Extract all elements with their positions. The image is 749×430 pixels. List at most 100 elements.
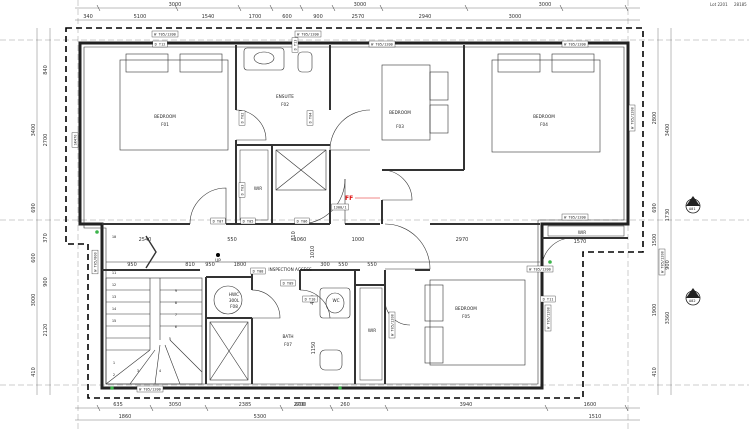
dim-interior-8: 1800 [234, 262, 247, 268]
dim-top-3: 1700 [249, 14, 262, 20]
dim-interior-5: 1570 [574, 239, 587, 245]
dim-left-3: 690 [31, 203, 37, 213]
section-a02: A02 [689, 299, 696, 303]
bath-fixtures [209, 285, 351, 381]
element-tag-text: D T06 [297, 220, 308, 224]
staircase [105, 235, 203, 385]
stair-up-label: UP [215, 258, 221, 263]
room-wir-1: WIR [254, 186, 262, 191]
room-bedroom-3-code: F04 [540, 122, 548, 127]
element-tag: D T09 [280, 279, 296, 287]
dim-left-8: 2120 [43, 324, 49, 337]
dim-bottom-3: 600 [295, 402, 305, 408]
room-bedroom-1: BEDROOM [154, 114, 176, 119]
room-wc: WC [332, 298, 339, 303]
dim-right-3: 1730 [665, 209, 671, 222]
element-tag-box [544, 304, 552, 332]
door-swings [189, 109, 573, 326]
element-tag-box [151, 30, 179, 38]
smoke-detector [216, 253, 220, 257]
element-tag: SK470 [71, 132, 79, 148]
element-tag-text: W T05/1200 [139, 388, 161, 392]
site-markers [95, 230, 552, 390]
element-tag-text: W T05/1200 [154, 33, 176, 37]
room-bath: BATH [282, 334, 293, 339]
element-tag-box [238, 182, 246, 198]
element-tag-text: D T04 [308, 113, 312, 124]
room-ensuite: ENSUITE [276, 94, 294, 99]
stair-number-3: 3 [137, 369, 139, 373]
internal-walls [102, 45, 628, 384]
element-tag-text: W T05/1200 [546, 307, 550, 329]
dim-right-1: 3400 [665, 124, 671, 137]
element-tag-box [561, 213, 589, 221]
dim-left-6: 900 [43, 277, 49, 287]
element-tag: W T05/1200 [561, 40, 589, 48]
dim-top-inner-2: 3000 [539, 2, 552, 8]
element-tag-box [238, 110, 246, 126]
dim-right-4: 1500 [652, 234, 658, 247]
beds [119, 53, 601, 366]
dim-interior-2: 1060 [294, 237, 307, 243]
room-bedroom-4: BEDROOM [455, 306, 477, 311]
stair-number-9: 9 [175, 289, 177, 293]
dim-interior-4: 2970 [456, 237, 469, 243]
stair-number-6: 6 [175, 325, 177, 329]
stair-number-5: 5 [169, 337, 171, 341]
element-tag: D T04 [306, 110, 314, 126]
stair-number-4: 4 [159, 369, 161, 373]
dim-bottom-4: 2700 [294, 402, 307, 408]
element-tag-box [540, 295, 556, 303]
element-tag-text: W T05/1200 [371, 43, 393, 47]
element-tag-group: W T05/1200 W T05/1200 W T05/1200 W T05/1200… [71, 30, 666, 393]
element-tag-text: D T08 [253, 270, 264, 274]
element-tag: D T08 [250, 267, 266, 275]
element-tag-text: W T05/800 [93, 252, 97, 271]
room-hwc-code: F08 [230, 304, 238, 309]
dim-left-5: 600 [31, 253, 37, 263]
room-wir-2: WIR [368, 328, 376, 333]
element-tag-box [291, 37, 299, 53]
dim-interior-0: 2540 [139, 237, 152, 243]
room-wir-3: WIR [578, 230, 586, 235]
element-tag: D T02 [238, 110, 246, 126]
sheet-ref: Lot 2201 [710, 2, 728, 7]
element-tag: W T05/1200 [526, 265, 554, 273]
dim-interior-3: 1000 [352, 237, 365, 243]
element-tag: D T03 [238, 182, 246, 198]
dim-interior-12: 550 [367, 262, 377, 268]
dim-left-4: 370 [43, 233, 49, 243]
wardrobes [239, 149, 625, 381]
element-tag-box [240, 217, 256, 225]
element-tag-text: W T05/1200 [297, 33, 319, 37]
room-bedroom-4-code: F05 [462, 314, 470, 319]
dim-interior-1: 550 [227, 237, 237, 243]
element-tag-text: D T10 [305, 298, 316, 302]
element-tag-box [388, 311, 396, 339]
dim-bottom-0: 635 [113, 402, 123, 408]
dim-top-2: 1540 [202, 14, 215, 20]
dim-left-9: 410 [31, 367, 37, 377]
element-tag-text: W T05/1200 [630, 107, 634, 129]
element-tag-box [91, 249, 99, 275]
room-bedroom-1-code: F01 [161, 122, 169, 127]
dim-top-inner-1: 3000 [354, 2, 367, 8]
room-hwc-sub: 300L [229, 298, 240, 303]
dim-interior-14: 1150 [311, 342, 317, 355]
stair-number-12: 12 [112, 283, 116, 287]
element-tag: W T05/800 [91, 249, 99, 275]
dim-top-5: 900 [313, 14, 323, 20]
element-tag: D T10 [302, 295, 318, 303]
element-tag-text: D T11 [543, 298, 554, 302]
section-markers: A01 A02 [685, 196, 701, 306]
room-bedroom-2: BEDROOM [389, 110, 411, 115]
element-tag-text: D T05 [243, 220, 254, 224]
element-tag-text: D T07 [213, 220, 224, 224]
dim-interior-9: 950 [205, 262, 215, 268]
ff-marker: FF [345, 195, 353, 202]
dim-left-0: 840 [43, 65, 49, 75]
dim-right-8: 410 [652, 367, 658, 377]
dim-bottom-8: 5300 [254, 414, 267, 420]
dim-interior-10: 300 [320, 262, 330, 268]
